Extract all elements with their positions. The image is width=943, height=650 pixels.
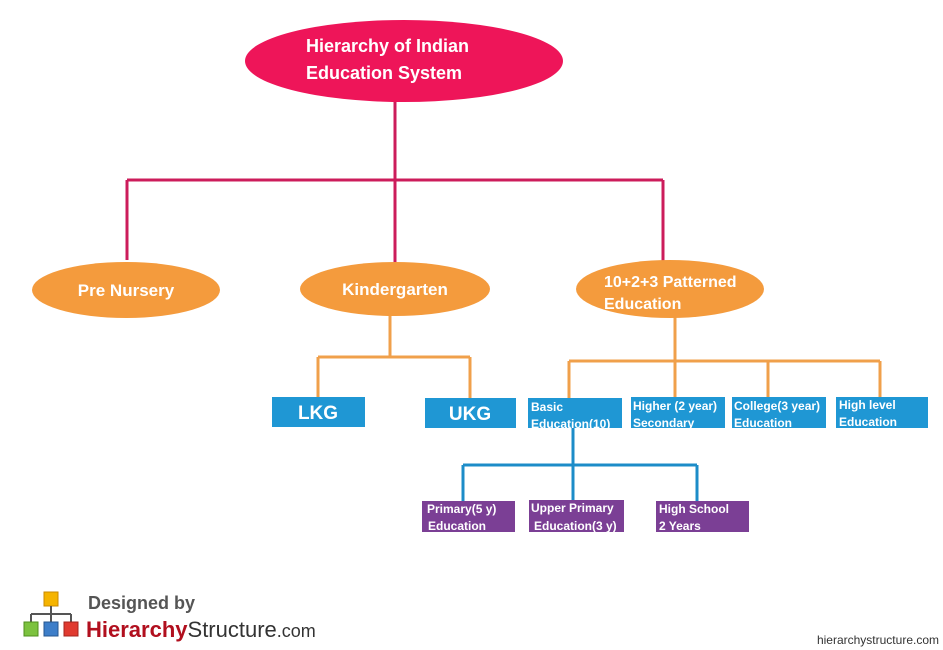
upper-primary-education-node: Upper Primary Education(3 y)	[529, 500, 624, 533]
basic-education-node: Basic Education(10)	[528, 398, 622, 431]
primary-label-line2: Education	[428, 519, 486, 533]
upper-primary-label-line2: Education(3 y)	[534, 519, 617, 533]
higher-secondary-node: Higher (2 year) Secondary	[631, 397, 725, 430]
college-box	[732, 397, 826, 428]
basic-label-line1: Basic	[531, 400, 563, 414]
college-label-line2: Education	[734, 416, 792, 430]
brand-part-hierarchy: Hierarchy	[86, 617, 188, 642]
basic-connectors	[461, 427, 699, 501]
high-level-label-line1: High level	[839, 398, 896, 412]
basic-box	[528, 398, 622, 428]
ukg-label: UKG	[449, 404, 491, 425]
designer-credit: Designed by HierarchyStructure.com	[22, 590, 352, 645]
patterned-ellipse	[576, 260, 764, 318]
primary-education-node: Primary(5 y) Education	[422, 501, 515, 533]
pre-nursery-node: Pre Nursery	[32, 262, 220, 318]
higher-label-line2: Secondary	[633, 416, 695, 430]
high-school-node: High School 2 Years	[656, 501, 749, 533]
patterned-label-line2: Education	[604, 296, 681, 313]
root-title-line2: Education System	[306, 63, 462, 83]
lkg-box	[272, 397, 365, 427]
patterned-education-node: 10+2+3 Patterned Education	[576, 260, 764, 318]
high-school-label-line1: High School	[659, 502, 729, 516]
higher-box	[631, 397, 725, 428]
high-school-box	[656, 501, 749, 532]
college-education-node: College(3 year) Education	[732, 397, 826, 430]
upper-primary-label-line1: Upper Primary	[531, 501, 614, 515]
brand-wordmark: HierarchyStructure.com	[86, 617, 316, 643]
kindergarten-label: Kindergarten	[342, 280, 448, 299]
brand-part-structure: Structure	[187, 617, 277, 642]
pre-nursery-ellipse	[32, 262, 220, 318]
level1-connectors	[316, 314, 882, 398]
root-connectors	[125, 102, 665, 265]
ukg-node: UKG	[425, 398, 516, 428]
high-level-education-node: High level Education	[836, 397, 928, 429]
upper-primary-box	[529, 500, 624, 532]
root-node: Hierarchy of Indian Education System	[245, 20, 563, 102]
patterned-label-line1: 10+2+3 Patterned	[604, 274, 737, 291]
higher-label-line1: Higher (2 year)	[633, 399, 717, 413]
high-school-label-line2: 2 Years	[659, 519, 701, 533]
site-url: hierarchystructure.com	[816, 633, 939, 647]
root-ellipse	[245, 20, 563, 102]
college-label-line1: College(3 year)	[734, 399, 820, 413]
high-level-label-line2: Education	[839, 415, 897, 429]
pre-nursery-label: Pre Nursery	[78, 281, 175, 300]
kindergarten-node: Kindergarten	[300, 262, 490, 316]
designed-by-label: Designed by	[88, 593, 196, 613]
lkg-label: LKG	[298, 403, 338, 424]
root-title-line1: Hierarchy of Indian	[306, 36, 469, 56]
primary-box	[422, 501, 515, 532]
hierarchy-logo-icon	[23, 591, 79, 637]
kindergarten-ellipse	[300, 262, 490, 316]
lkg-node: LKG	[272, 397, 365, 427]
ukg-box	[425, 398, 516, 428]
high-level-box	[836, 397, 928, 428]
brand-part-domain: .com	[276, 621, 316, 641]
primary-label-line1: Primary(5 y)	[427, 502, 496, 516]
basic-label-line2: Education(10)	[531, 417, 610, 431]
